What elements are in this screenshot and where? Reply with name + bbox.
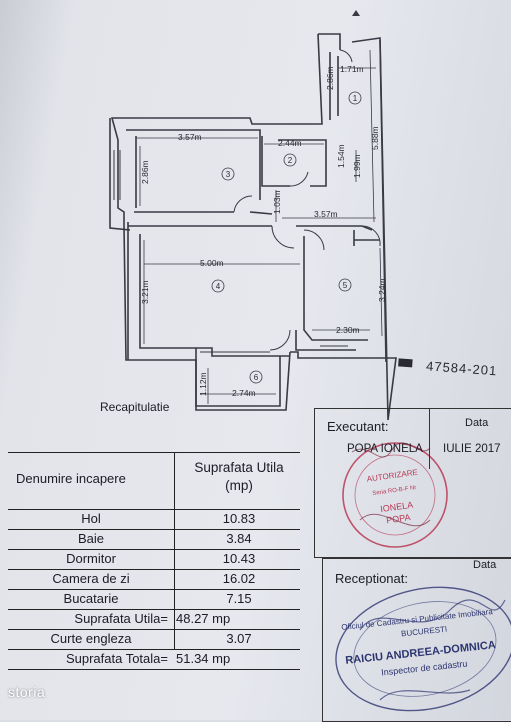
receptionat-title: Receptionat: [335,571,408,586]
usable-total-value: 48.27 mp [176,611,231,626]
executant-signature [351,442,431,527]
dim-baie-height: 1.54m [336,144,346,168]
executant-title: Executant: [327,419,389,434]
dim-camera-width: 5.00m [200,258,224,268]
receptionat-signature [359,599,506,701]
dim-buc-top: 3.57m [314,209,338,219]
table-row: Bucatarie 7.15 [8,589,300,610]
row-name: Bucatarie [63,591,119,606]
table-divider [174,453,175,649]
dim-hol-width: 1.71m [340,64,364,74]
row-value: 7.15 [226,591,252,606]
stamp-line-3: IONELA [380,500,414,514]
header-usable-area: Suprafata Utila (mp) [194,460,284,493]
recap-label: Recapitulatie [100,400,170,414]
dim-passage: 1.03m [272,190,282,214]
table-row: Dormitor 10.43 [8,549,300,570]
office-line-2: BUCURESTI [400,624,448,639]
executant-date-label: Data [465,417,489,429]
room-4-label: 4 [216,282,221,291]
dim-hol-length: 5.88m [370,126,380,150]
table-row: Hol 10.83 [8,509,300,530]
executant-date: IULIE 2017 [443,443,501,455]
receptionat-box: Receptionat: Data Oficiul de Cadastru si… [322,558,511,722]
balcony-label: Curte engleza [50,631,132,646]
table-header: Denumire incapere Suprafata Utila (mp) [8,453,300,510]
grand-total-row: Suprafata Totala= 51.34 mp [8,649,300,670]
grand-total-value: 51.34 mp [176,651,231,666]
row-name: Camera de zi [52,571,130,586]
usable-total-label: Suprafata Utila= [74,611,168,626]
stamp-code: 47584-201 [426,358,498,378]
row-name: Dormitor [66,551,116,566]
executant-box: Executant: Data POPA IONELA IULIE 2017 [314,408,511,558]
dim-dorm-width: 3.57m [178,132,202,142]
dim-balcon-width: 2.74m [232,388,256,398]
row-value: 10.83 [222,511,256,526]
row-value: 10.43 [222,551,256,566]
receptionat-date-label: Data [473,559,497,571]
room-5-label: 5 [343,281,348,290]
dim-hol-wall: 2.86m [325,66,335,90]
area-table: Denumire incapere Suprafata Utila (mp) H… [8,452,300,705]
stamp-line-4: POPA [386,512,411,525]
grand-total-label: Suprafata Totala= [65,651,168,666]
header-room-name: Denumire incapere [16,471,126,486]
room-6-label: 6 [254,373,259,382]
dim-balcon-height: 1.12m [198,372,208,396]
dim-camera-height: 3.21m [140,280,150,304]
row-value: 3.84 [226,531,252,546]
dim-dorm-height: 2.86m [140,160,150,184]
room-2-label: 2 [288,156,293,165]
north-arrow-icon [352,10,360,16]
stamp-mark-icon [398,358,413,368]
receptionat-stamp [335,586,511,712]
balcony-row: Curte engleza 3.07 [8,629,300,650]
table-row: Baie 3.84 [8,529,300,550]
table-row: Camera de zi 16.02 [8,569,300,590]
executant-divider [429,409,430,469]
row-value: 16.02 [222,571,256,586]
executant-name: POPA IONELA [347,443,423,455]
usable-total-row: Suprafata Utila= 48.27 mp [8,609,300,630]
dim-buc-height: 3.24m [377,278,387,302]
dim-baie-height2: 1.99m [352,154,362,178]
dim-buc-width: 2.30m [336,325,360,335]
row-name: Baie [77,531,105,546]
storia-logo: storia [8,684,46,700]
room-3-label: 3 [226,170,231,179]
balcony-value: 3.07 [226,631,252,646]
dim-baie-width: 2.44m [278,138,302,148]
room-1-label: 1 [353,94,358,103]
row-name: Hol [81,511,101,526]
